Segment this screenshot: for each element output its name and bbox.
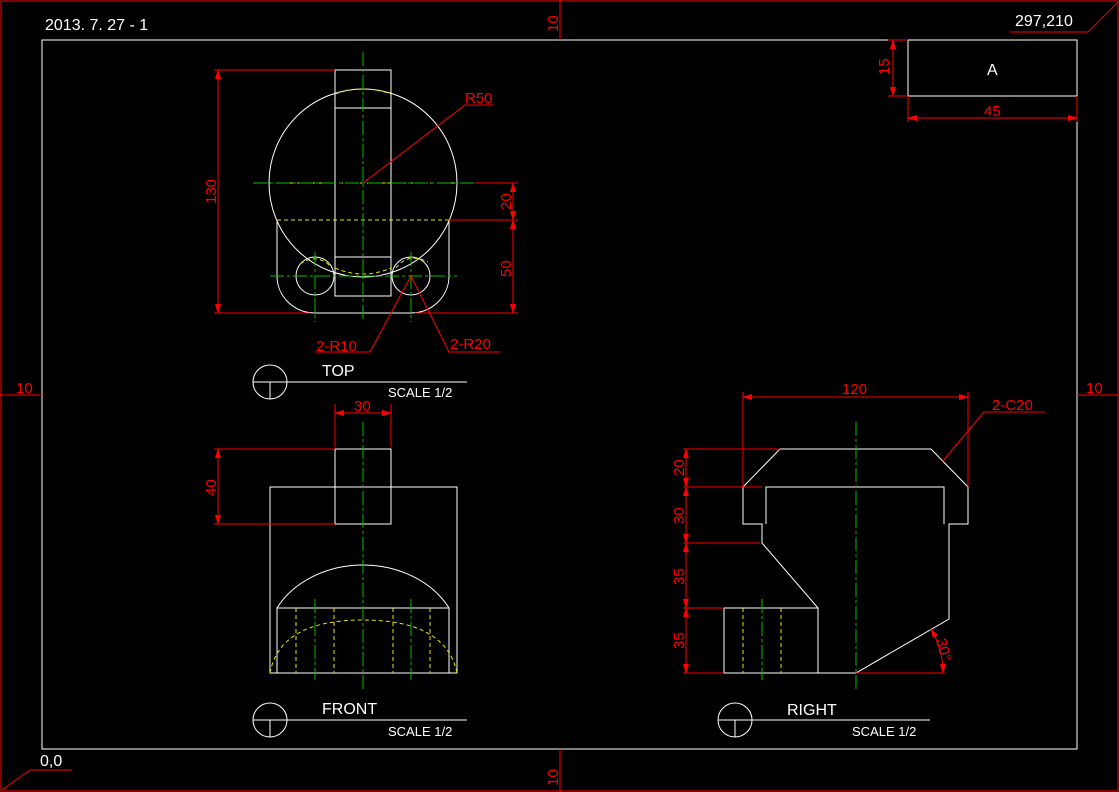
top-view-title: TOP (322, 363, 355, 380)
title-block-letter: A (987, 62, 998, 79)
top-view (214, 52, 518, 353)
right-view-title: RIGHT (787, 702, 837, 719)
right-dim-120: 120 (842, 381, 867, 398)
margin-right-label: 10 (1086, 380, 1103, 397)
top-dim-130: 130 (203, 179, 220, 204)
front-view-scale: SCALE 1/2 (388, 724, 452, 739)
top-dim-r50: R50 (465, 90, 493, 107)
right-view (683, 392, 1045, 690)
title-block-height-dim: 15 (876, 58, 893, 75)
right-dim-35-upper: 35 (671, 568, 688, 585)
top-dim-2-r10: 2-R10 (316, 338, 357, 355)
right-dim-2-c20: 2-C20 (992, 397, 1033, 414)
top-dim-50: 50 (498, 260, 515, 277)
front-dim-30: 30 (354, 398, 371, 415)
margin-bottom-label: 10 (545, 769, 562, 786)
margin-left-label: 10 (16, 380, 33, 397)
front-view (214, 404, 458, 690)
right-dim-30: 30 (671, 507, 688, 524)
front-view-title: FRONT (322, 701, 377, 718)
top-dim-20: 20 (498, 193, 515, 210)
title-block-width-dim: 45 (984, 103, 1001, 120)
right-dim-20: 20 (671, 459, 688, 476)
top-dim-2-r20: 2-R20 (450, 336, 491, 353)
right-view-scale: SCALE 1/2 (852, 724, 916, 739)
front-dim-40: 40 (203, 479, 220, 496)
front-view-label-symbol (252, 702, 467, 738)
top-view-scale: SCALE 1/2 (388, 385, 452, 400)
title-block (888, 39, 1078, 122)
top-view-label-symbol (252, 364, 467, 400)
sheet-size-label: 297,210 (1015, 13, 1073, 30)
date-label: 2013. 7. 27 - 1 (45, 17, 148, 34)
origin-label: 0,0 (40, 753, 62, 770)
right-view-label-symbol (717, 702, 930, 738)
right-dim-35-lower: 35 (671, 632, 688, 649)
right-dim-angle: 30° (932, 637, 954, 663)
margin-top-label: 10 (545, 15, 562, 32)
